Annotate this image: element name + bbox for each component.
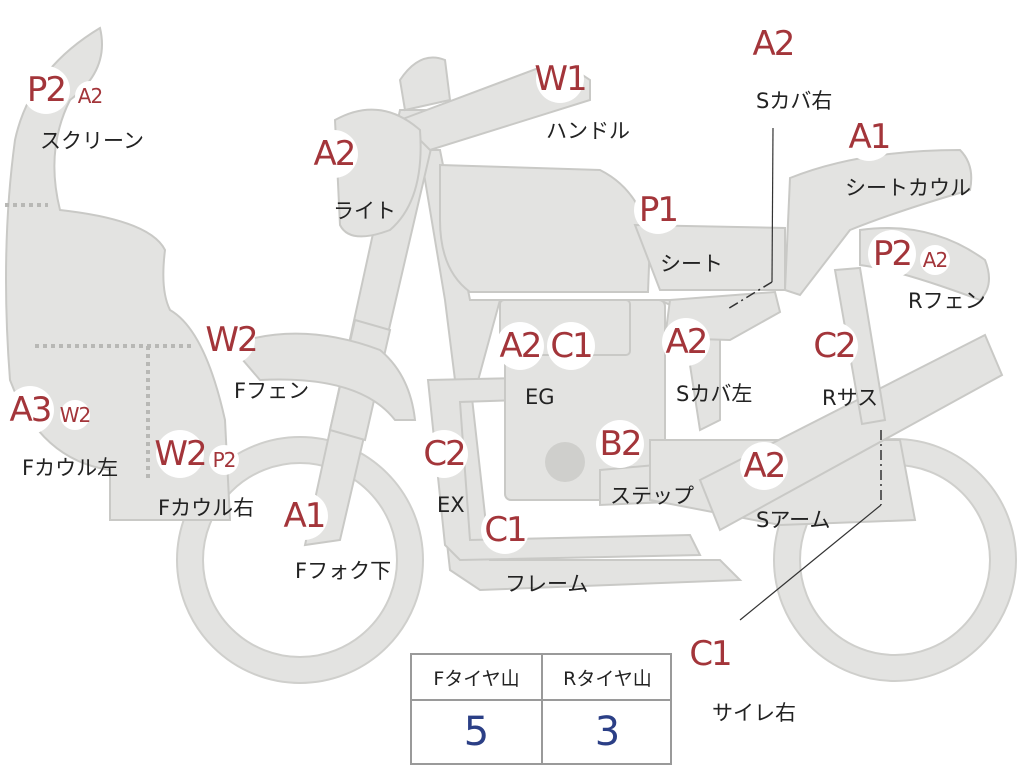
front-wheel-edge bbox=[176, 436, 424, 684]
part-code-badge: A3 bbox=[6, 386, 54, 434]
part-code-badge: P2 bbox=[868, 230, 916, 278]
part-label: EG bbox=[525, 385, 555, 409]
part-code-badge: C1 bbox=[686, 630, 734, 678]
part-code-badge-small: P2 bbox=[209, 445, 239, 475]
tire-tread-table: Fタイヤ山 Rタイヤ山 5 3 bbox=[410, 653, 672, 765]
part-label: シートカウル bbox=[845, 176, 971, 200]
part-code-badge: B2 bbox=[596, 420, 644, 468]
front-wheel bbox=[177, 437, 423, 683]
part-label: Rフェン bbox=[908, 289, 986, 313]
part-code-badge: W2 bbox=[205, 316, 259, 364]
part-code-badge: A2 bbox=[662, 318, 710, 366]
part-code-badge-small: A2 bbox=[75, 81, 105, 111]
part-code-badge: A2 bbox=[749, 20, 797, 68]
headlight-shape bbox=[333, 108, 422, 238]
seat-cowl-shape bbox=[783, 148, 973, 297]
leader-side-cover-right bbox=[771, 127, 774, 283]
part-label: ハンドル bbox=[546, 119, 630, 143]
part-code-badge: C1 bbox=[481, 506, 529, 554]
part-code-badge-small: A2 bbox=[920, 245, 950, 275]
front-cowl-shape bbox=[5, 26, 232, 521]
part-code-badge-small: W2 bbox=[60, 400, 91, 430]
part-code-badge: C2 bbox=[420, 430, 468, 478]
part-label: EX bbox=[437, 493, 465, 517]
part-code-badge: P1 bbox=[634, 186, 682, 234]
part-label: ライト bbox=[333, 199, 396, 223]
fuel-tank bbox=[439, 163, 652, 293]
front-wheel-inner-edge bbox=[202, 462, 398, 658]
part-code-badge: A2 bbox=[496, 322, 544, 370]
part-code-badge: W2 bbox=[154, 430, 208, 478]
part-code-badge: C2 bbox=[810, 322, 858, 370]
table-divider bbox=[541, 655, 543, 763]
part-label: Fカウル右 bbox=[158, 496, 255, 520]
leader-side-cover-right-tail bbox=[725, 281, 773, 311]
front-tire-header: Fタイヤ山 bbox=[412, 655, 541, 701]
part-label: シート bbox=[660, 252, 723, 276]
part-code-badge: A2 bbox=[310, 130, 358, 178]
engine-cover bbox=[545, 442, 585, 482]
part-label: Sカバ右 bbox=[756, 89, 833, 113]
part-label: Rサス bbox=[822, 386, 879, 410]
part-code-badge: A1 bbox=[845, 113, 893, 161]
part-label: Fカウル左 bbox=[22, 456, 119, 480]
rear-tire-header: Rタイヤ山 bbox=[543, 655, 672, 701]
front-tire-value: 5 bbox=[463, 709, 490, 755]
part-label: Fフォク下 bbox=[295, 559, 392, 583]
handle-grip bbox=[398, 56, 452, 112]
part-code-badge: A2 bbox=[740, 442, 788, 490]
part-label: スクリーン bbox=[40, 129, 144, 153]
part-code-badge: A1 bbox=[280, 492, 328, 540]
part-label: Sアーム bbox=[756, 508, 831, 532]
part-label: サイレ右 bbox=[712, 701, 796, 725]
part-label: フレーム bbox=[505, 572, 589, 596]
part-label: ステップ bbox=[610, 484, 694, 508]
part-code-badge: P2 bbox=[22, 66, 70, 114]
part-code-badge: W1 bbox=[534, 55, 588, 103]
rear-shock bbox=[833, 266, 887, 426]
front-fender-shape bbox=[228, 332, 417, 421]
leader-silencer bbox=[739, 504, 882, 621]
rear-tire-value: 3 bbox=[594, 709, 621, 755]
part-label: Fフェン bbox=[234, 379, 310, 403]
part-code-badge: C1 bbox=[547, 322, 595, 370]
part-label: Sカバ左 bbox=[676, 382, 753, 406]
